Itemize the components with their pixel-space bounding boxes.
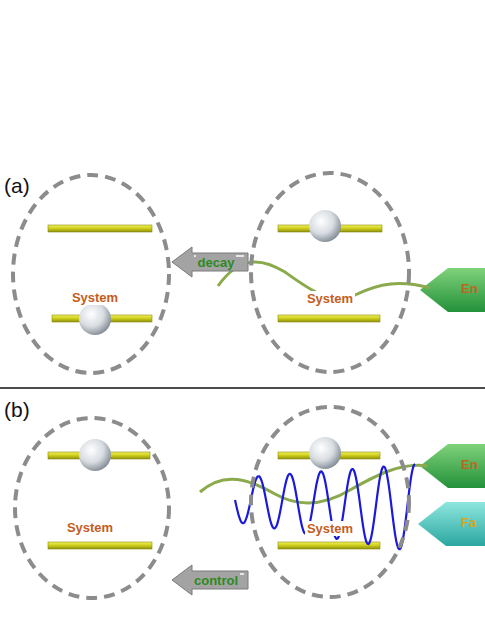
panel-separator <box>0 387 485 389</box>
environment-arrow <box>420 444 485 488</box>
edge-label: control <box>192 573 240 588</box>
system-ellipse: System <box>248 404 412 600</box>
system-label: System <box>305 291 355 306</box>
arrow-label: En <box>461 458 478 472</box>
panel-label: (a) <box>4 174 30 197</box>
field-wave <box>235 464 415 549</box>
system-ellipse: System <box>12 415 172 601</box>
system-ellipse: System <box>248 170 412 375</box>
ellipse-outline <box>248 170 412 375</box>
particle-ball <box>79 210 341 471</box>
system-label: System <box>65 520 115 535</box>
ellipse-outline <box>12 415 172 601</box>
block-arrow <box>172 247 248 277</box>
block-arrow <box>172 565 248 595</box>
arrow-label: En <box>461 282 478 296</box>
ellipse-outline <box>10 172 172 376</box>
panel-label: (b) <box>4 398 30 421</box>
system-label: System <box>70 290 120 305</box>
energy-levels <box>48 225 382 549</box>
environment-arrow <box>420 268 485 312</box>
field-wave <box>235 464 415 549</box>
system-ellipse: System <box>10 172 172 376</box>
arrow-label: Fa <box>461 516 476 530</box>
ellipse-outline <box>248 404 412 600</box>
system-label: System <box>305 521 355 536</box>
field-arrow <box>418 502 485 546</box>
edge-label: decay <box>196 255 237 270</box>
